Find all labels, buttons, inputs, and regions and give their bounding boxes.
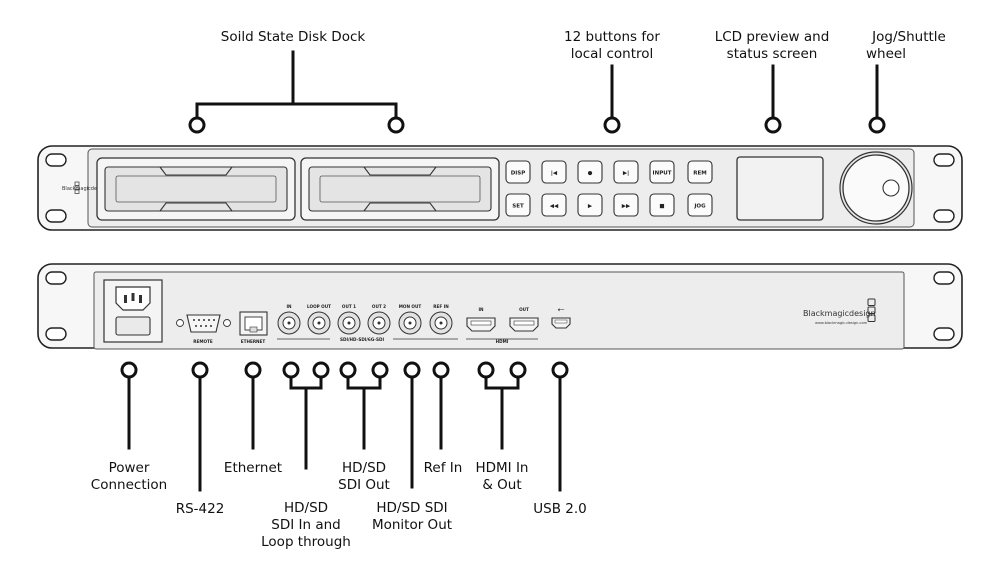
button-disp[interactable]: DISP — [505, 160, 531, 184]
label-hdmi-line2: & Out — [482, 477, 521, 493]
rear-label-out1: OUT 1 — [342, 304, 356, 309]
svg-text:REM: REM — [693, 171, 706, 177]
svg-text:■: ■ — [659, 204, 664, 210]
jog-shuttle-wheel[interactable] — [839, 151, 913, 225]
front-brand-logo — [74, 181, 80, 194]
rear-label-hdmi-in: IN — [478, 307, 484, 312]
label-lcd-line2: status screen — [727, 46, 818, 62]
label-monitor-line2: Monitor Out — [372, 517, 452, 533]
label-power-line1: Power — [109, 460, 150, 476]
label-monitor-line1: HD/SD SDI — [376, 500, 447, 516]
ethernet-port[interactable] — [239, 311, 268, 336]
label-dock: Soild State Disk Dock — [221, 29, 366, 45]
rear-label-hdmi-group: HDMI — [496, 339, 509, 344]
sdi-loop-out-bnc[interactable] — [307, 311, 331, 335]
svg-text:|◀: |◀ — [551, 171, 558, 177]
svg-text:INPUT: INPUT — [653, 171, 672, 177]
disk-bay-1[interactable] — [96, 157, 296, 221]
label-jog-line1: Jog/Shuttle — [871, 29, 946, 45]
usb-symbol-icon: ⭠ — [557, 305, 564, 315]
rear-label-hdmi-out: OUT — [519, 307, 529, 312]
svg-text:▶▶: ▶▶ — [622, 204, 631, 210]
label-buttons-line1: 12 buttons for — [564, 29, 660, 45]
label-power-line2: Connection — [91, 477, 167, 493]
front-panel: Blackmagicdesign DISP |◀ ● ▶| INPUT REM — [37, 145, 963, 231]
front-brand: Blackmagicdesign — [62, 186, 107, 192]
label-hdmi-line1: HDMI In — [475, 460, 528, 476]
rear-label-in: IN — [286, 304, 292, 309]
svg-text:◀◀: ◀◀ — [550, 204, 559, 210]
svg-text:SET: SET — [512, 204, 524, 210]
button-next[interactable]: ▶| — [613, 160, 639, 184]
label-sdi-in-line2: SDI In and — [271, 517, 340, 533]
label-ref-in: Ref In — [424, 460, 463, 476]
top-leader-lines — [195, 50, 879, 120]
rear-brand-url: www.blackmagic-design.com — [815, 321, 868, 325]
rear-label-ethernet: ETHERNET — [241, 339, 266, 344]
label-buttons-line2: local control — [571, 46, 654, 62]
sdi-out1-bnc[interactable] — [337, 311, 361, 335]
label-ethernet: Ethernet — [224, 460, 282, 476]
button-jog[interactable]: JOG — [687, 193, 713, 217]
rear-label-ref-in: REF IN — [433, 304, 449, 309]
svg-text:▶: ▶ — [588, 204, 593, 210]
disk-bay-2[interactable] — [300, 157, 500, 221]
svg-text:●: ● — [588, 171, 593, 177]
button-set[interactable]: SET — [505, 193, 531, 217]
sdi-monitor-out-bnc[interactable] — [398, 311, 422, 335]
label-rs422: RS-422 — [176, 501, 225, 517]
rear-brand: Blackmagicdesign — [803, 309, 876, 318]
rs422-connector[interactable] — [176, 314, 231, 333]
label-sdi-out-line2: SDI Out — [338, 477, 390, 493]
button-input[interactable]: INPUT — [649, 160, 675, 184]
label-jog-line2: wheel — [866, 46, 906, 62]
svg-text:▶|: ▶| — [623, 171, 629, 177]
rear-label-mon-out: MON OUT — [399, 304, 422, 309]
button-rem[interactable]: REM — [687, 160, 713, 184]
rear-label-out2: OUT 2 — [372, 304, 386, 309]
top-leader-dots — [188, 116, 886, 134]
rear-label-sdi-group: SDI/HD-SDI/6G-SDI — [340, 337, 385, 342]
rear-panel: REMOTE ETHERNET SDI/HD-SDI/6G-SDI IN LOO… — [37, 263, 963, 350]
bottom-leader-dots — [120, 361, 569, 379]
sdi-in-bnc[interactable] — [277, 311, 301, 335]
label-sdi-in-line1: HD/SD — [284, 500, 328, 516]
label-lcd-line1: LCD preview and — [715, 29, 830, 45]
button-record[interactable]: ● — [577, 160, 603, 184]
button-stop[interactable]: ■ — [649, 193, 675, 217]
rear-label-remote: REMOTE — [193, 339, 213, 344]
button-play[interactable]: ▶ — [577, 193, 603, 217]
bottom-leader-lines — [127, 375, 562, 492]
svg-text:DISP: DISP — [511, 171, 526, 177]
svg-text:JOG: JOG — [693, 204, 706, 210]
hdmi-out-port[interactable] — [509, 317, 539, 332]
button-rewind[interactable]: ◀◀ — [541, 193, 567, 217]
hdmi-in-port[interactable] — [466, 317, 496, 332]
sdi-out2-bnc[interactable] — [367, 311, 391, 335]
rear-label-loop-out: LOOP OUT — [307, 304, 331, 309]
ref-in-bnc[interactable] — [429, 311, 453, 335]
label-sdi-out-line1: HD/SD — [342, 460, 386, 476]
power-connector[interactable] — [103, 279, 163, 343]
rear-brand-logo — [867, 298, 876, 322]
button-fast-forward[interactable]: ▶▶ — [613, 193, 639, 217]
button-prev[interactable]: |◀ — [541, 160, 567, 184]
usb-port[interactable] — [551, 317, 571, 329]
label-usb: USB 2.0 — [533, 501, 586, 517]
lcd-screen — [736, 156, 824, 221]
label-sdi-in-line3: Loop through — [261, 534, 351, 550]
